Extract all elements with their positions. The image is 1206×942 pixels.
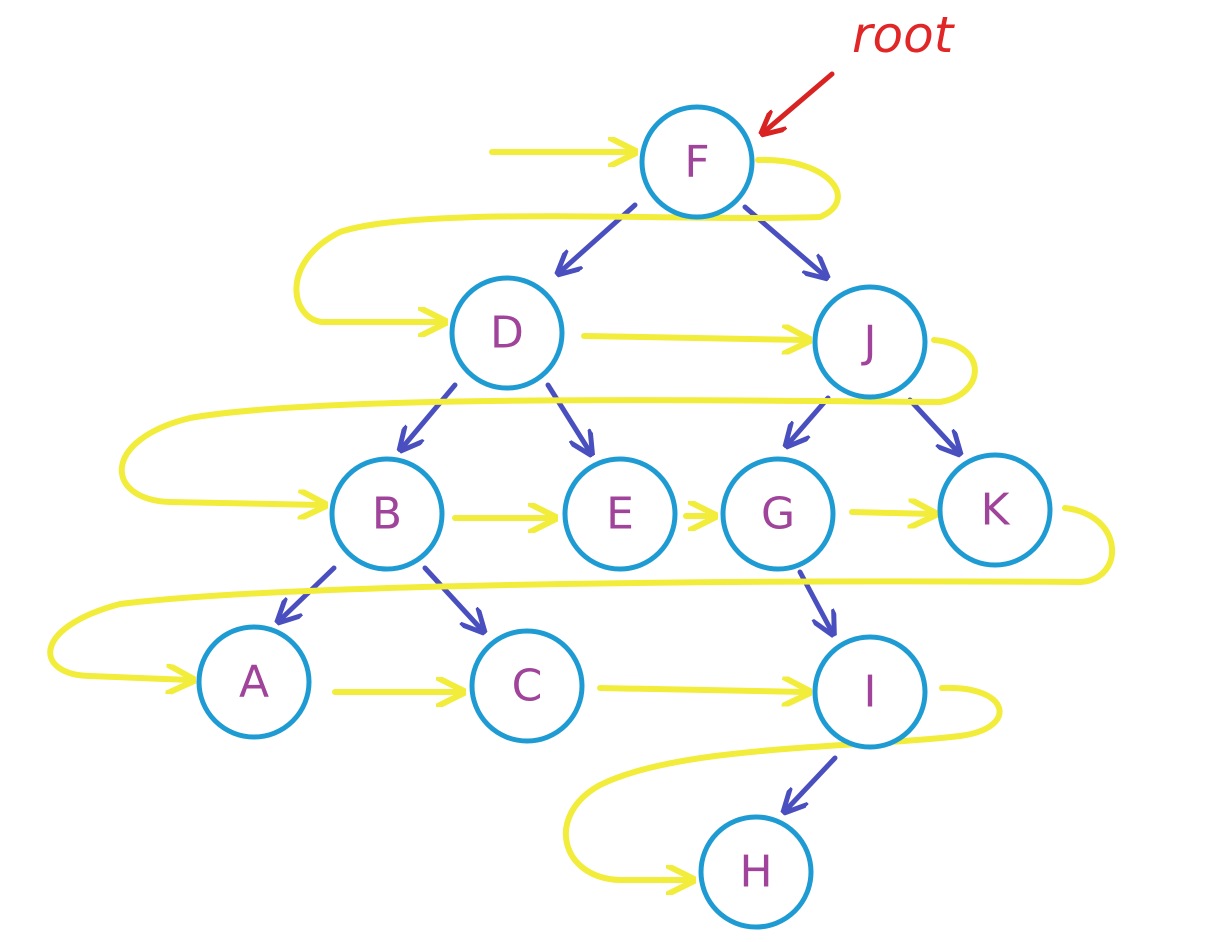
traversal-D-to-J <box>581 336 806 340</box>
node-label-F: F <box>684 137 709 188</box>
node-label-I: I <box>864 667 877 718</box>
traversal-K-to-A <box>47 505 1115 680</box>
edge-B-A <box>280 565 337 620</box>
node-E: E <box>562 456 678 572</box>
node-F: F <box>639 104 755 220</box>
edge-B-C <box>422 565 482 630</box>
node-label-C: C <box>512 661 543 712</box>
edge-J-G <box>788 395 831 444</box>
traversal-F-to-D <box>293 156 841 322</box>
traversal-J-to-B <box>118 337 978 505</box>
node-J: J <box>812 284 928 400</box>
node-G: G <box>720 456 836 572</box>
root-label: root <box>852 6 956 64</box>
root-arrow <box>764 71 835 132</box>
traversal-C-to-I <box>597 688 806 692</box>
node-H: H <box>698 814 814 930</box>
node-label-J: J <box>861 317 877 368</box>
node-label-D: D <box>490 308 524 359</box>
edge-D-E <box>545 382 590 452</box>
node-I: I <box>812 634 928 750</box>
node-K: K <box>937 452 1053 568</box>
edge-J-K <box>907 397 958 452</box>
traversal-G-to-K <box>849 512 932 514</box>
node-B: B <box>329 456 445 572</box>
edge-D-B <box>402 382 458 448</box>
edge-I-H <box>786 755 838 810</box>
traversal-I-to-H <box>562 684 1003 880</box>
node-label-E: E <box>606 489 634 540</box>
node-label-A: A <box>239 657 269 708</box>
node-D: D <box>449 275 565 391</box>
node-C: C <box>469 628 585 744</box>
node-label-G: G <box>761 489 795 540</box>
node-A: A <box>196 624 312 740</box>
node-label-K: K <box>981 485 1011 536</box>
node-label-B: B <box>372 489 402 540</box>
node-label-H: H <box>739 847 772 898</box>
